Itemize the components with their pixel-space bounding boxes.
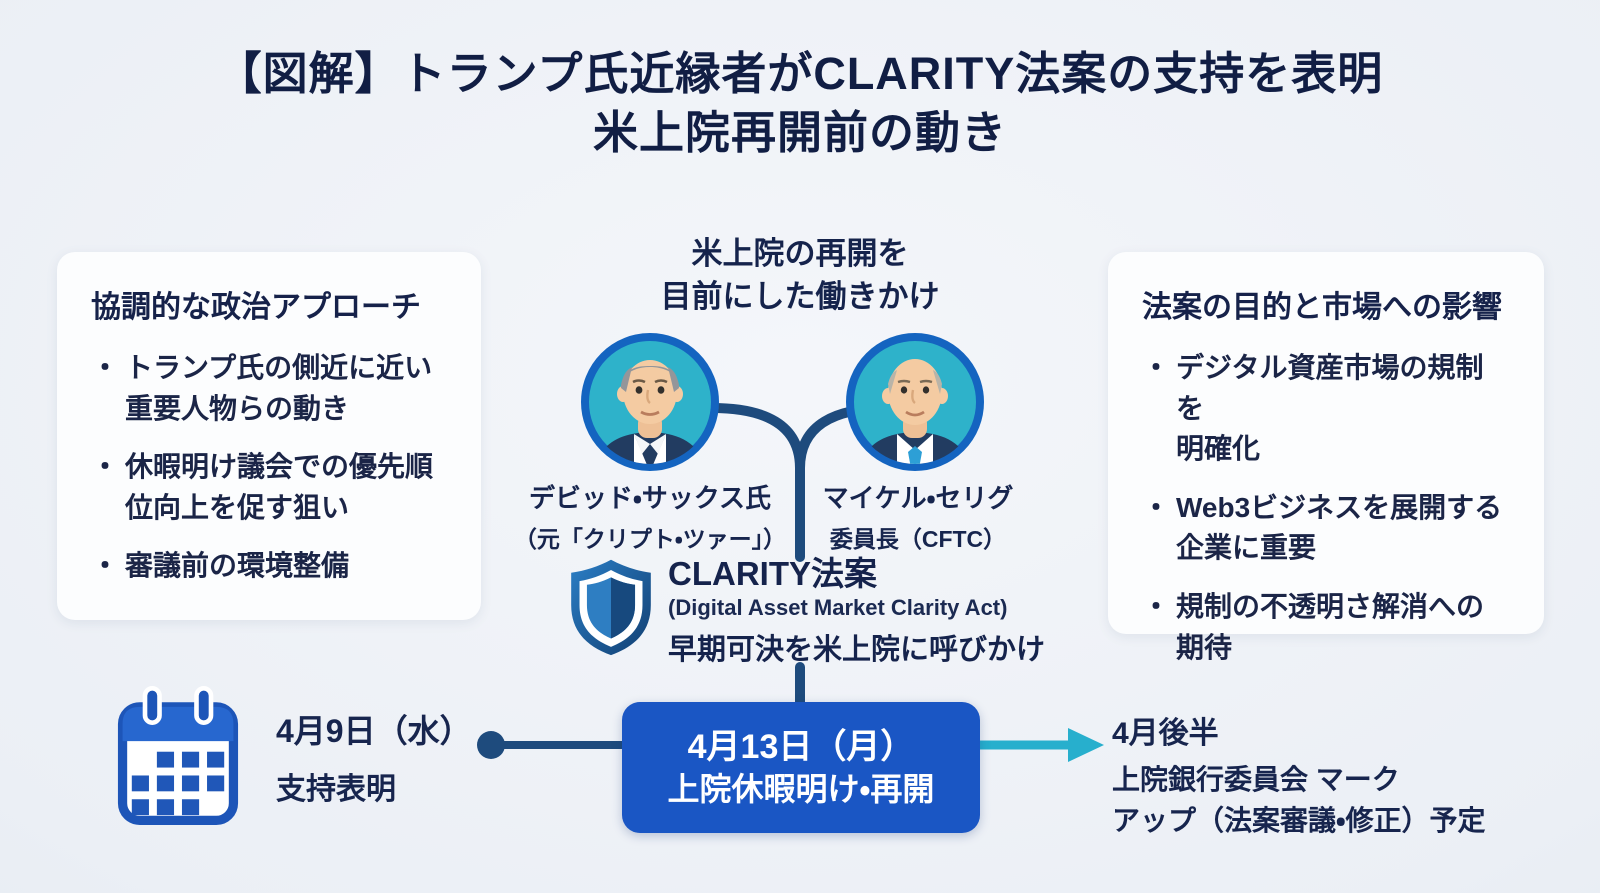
bill-action: 早期可決を米上院に呼びかけ	[668, 634, 1046, 667]
event-date: 4月13日（月）	[687, 728, 915, 766]
timeline-arrow-head	[1068, 728, 1104, 762]
list-item: ・ トランプ氏の側近に近い 重要人物らの動き	[91, 348, 447, 429]
bullet-text: デジタル資産市場の規制を 明確化	[1176, 352, 1484, 465]
bullet-text: 休暇明け議会での優先順 位向上を促す狙い	[125, 451, 434, 523]
left-panel-heading: 協調的な政治アプローチ	[91, 291, 421, 324]
timeline-event-april13-box: 4月13日（月） 上院休暇明け・再開	[622, 702, 980, 833]
person-name: デビッド・サックス氏	[528, 483, 772, 513]
person-label-david-sacks: デビッド・サックス氏 （元「クリプト・ツァー」）	[480, 478, 820, 554]
person-role: 委員長（CFTC）	[829, 526, 1007, 552]
bullet-marker: ・	[91, 451, 120, 483]
event-date: 4月9日（水）	[276, 713, 472, 749]
bill-name: CLARITY法案	[668, 555, 877, 592]
bill-info: CLARITY法案 (Digital Asset Market Clarity …	[668, 555, 1088, 668]
collar-right	[650, 434, 666, 454]
bullet-text: Web3ビジネスを展開する 企業に重要	[1176, 491, 1503, 564]
timeline-event-late-april: 4月後半 上院銀行委員会 マーク アップ（法案審議・修正）予定	[1112, 708, 1486, 841]
event-label: 上院休暇明け・再開	[667, 771, 935, 807]
timeline-event-april9: 4月9日（水） 支持表明	[276, 706, 472, 808]
avatar-david-sacks	[581, 333, 719, 471]
collar-left	[634, 434, 650, 454]
bill-subtitle: (Digital Asset Market Clarity Act)	[668, 595, 1008, 621]
list-item: ・ 規制の不透明さ解消への 期待	[1142, 587, 1510, 668]
bullet-text: 審議前の環境整備	[125, 550, 350, 582]
page-title: 【図解】トランプ氏近縁者がCLARITY法案の支持を表明 米上院再開前の動き	[216, 48, 1384, 159]
bullet-marker: ・	[91, 352, 120, 383]
tie	[908, 446, 922, 464]
bullet-marker: ・	[1142, 352, 1171, 383]
bullet-text: トランプ氏の側近に近い 重要人物らの動き	[125, 352, 433, 424]
hair	[888, 370, 897, 394]
right-panel-bullet-list: ・ デジタル資産市場の規制を 明確化 ・ Web3ビジネスを展開する 企業に重要…	[1142, 348, 1510, 668]
avatar-michael-selig	[846, 333, 984, 471]
person-label-michael-selig: マイケル・セリグ 委員長（CFTC）	[768, 478, 1068, 554]
right-panel-heading: 法案の目的と市場への影響	[1142, 291, 1502, 324]
event-date: 4月後半	[1112, 717, 1219, 750]
left-panel-political-approach: 協調的な政治アプローチ ・ トランプ氏の側近に近い 重要人物らの動き ・ 休暇明…	[57, 252, 481, 620]
bullet-text: 規制の不透明さ解消への 期待	[1176, 590, 1485, 663]
list-item: ・ Web3ビジネスを展開する 企業に重要	[1142, 488, 1510, 569]
calendar-icon	[117, 686, 239, 825]
shield-icon	[571, 559, 651, 656]
bullet-marker: ・	[1142, 590, 1171, 622]
timeline-dot	[477, 731, 505, 759]
list-item: ・ 休暇明け議会での優先順 位向上を促す狙い	[91, 447, 447, 528]
bullet-marker: ・	[91, 550, 120, 582]
person-name: マイケル・セリグ	[822, 483, 1014, 513]
right-panel-bill-impact: 法案の目的と市場への影響 ・ デジタル資産市場の規制を 明確化 ・ Web3ビジ…	[1108, 252, 1544, 663]
list-item: ・ 審議前の環境整備	[91, 546, 447, 587]
event-label: 支持表明	[276, 773, 396, 806]
person-role: （元「クリプト・ツァー」）	[513, 526, 787, 552]
left-panel-bullet-list: ・ トランプ氏の側近に近い 重要人物らの動き ・ 休暇明け議会での優先順 位向上…	[91, 348, 447, 587]
list-item: ・ デジタル資産市場の規制を 明確化	[1142, 348, 1510, 470]
bullet-marker: ・	[1142, 491, 1171, 523]
event-label: 上院銀行委員会 マーク アップ（法案審議・修正）予定	[1112, 764, 1486, 836]
center-heading: 米上院の再開を 目前にした働きかけ	[660, 236, 940, 315]
